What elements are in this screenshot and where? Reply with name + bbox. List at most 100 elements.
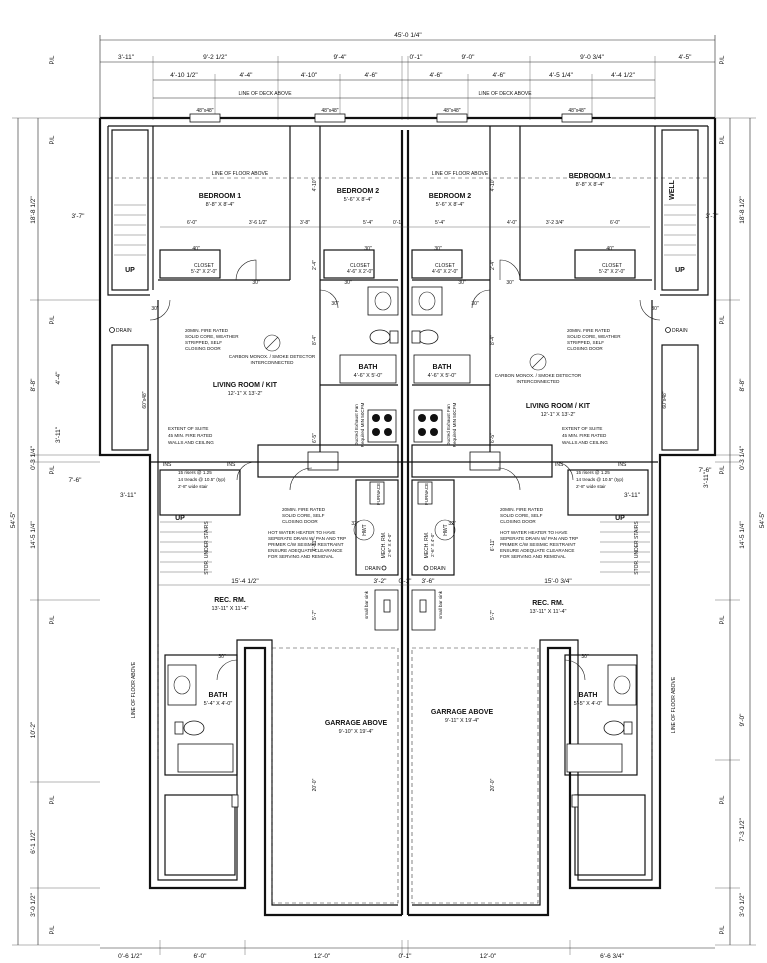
svg-text:20'-0": 20'-0" bbox=[312, 778, 318, 791]
bottom-dimensions: 0'-6 1/2" 6'-0" 12'-0" 0'-1" 12'-0" 6'-6… bbox=[100, 940, 715, 960]
wells-upper: UP UP WELL DRAIN DRAIN 60"x48" 60"x48" bbox=[109, 129, 699, 451]
mech-rooms: FURNACE FURNACE HWT HWT MECH. RM. 2'-6" … bbox=[351, 479, 456, 576]
floor-above-vertical-right: LINE OF FLOOR ABOVE bbox=[671, 676, 677, 733]
svg-text:FURNACE: FURNACE bbox=[376, 483, 381, 505]
well-label: WELL bbox=[669, 179, 676, 200]
svg-text:32": 32" bbox=[448, 521, 456, 527]
bath-lower-left-title: BATH bbox=[209, 692, 228, 699]
svg-text:6'-5": 6'-5" bbox=[490, 433, 496, 443]
hwt-notes: HOT WATER HEATER TO HAVE SEPERATE DRAIN … bbox=[268, 530, 578, 559]
dim-right-inner-1: 3'-7" bbox=[706, 213, 720, 220]
svg-text:SEPERATE DRAIN W/ PAN AND TRP: SEPERATE DRAIN W/ PAN AND TRP bbox=[268, 536, 346, 541]
svg-text:WALLS AND CEILING: WALLS AND CEILING bbox=[168, 440, 214, 445]
windows-top: 48"x48" 48"x48" 48"x48" 48"x48" bbox=[189, 108, 593, 123]
dim-left-4: 14'-5 1/4" bbox=[30, 521, 37, 549]
top-dimensions: 45'-0 1/4" 3'-11" 9'-2 1/2" 9'-4" 0'-1" … bbox=[99, 32, 716, 120]
stairs-lower: 15 risers @ 1.25 14 treads @ 10.5" (typ)… bbox=[159, 469, 650, 575]
dim-right-3: 0'-3 1/4" bbox=[739, 445, 746, 469]
bedroom1-right-title: BEDROOM 1 bbox=[569, 173, 612, 180]
upper-door-labels: 40" 40" 30" 30" 30" 30" 30" 30" 30" 30" … bbox=[151, 246, 659, 312]
bath-lower-left-size: 5'-4" X 4'-0" bbox=[204, 701, 233, 707]
svg-text:HOT WATER HEATER TO HAVE: HOT WATER HEATER TO HAVE bbox=[268, 530, 335, 535]
svg-text:20MIN. FIRE RATED: 20MIN. FIRE RATED bbox=[500, 507, 544, 512]
bedroom1-right-size: 8'-8" X 8'-4" bbox=[576, 182, 605, 188]
svg-text:ENSURE ADEQUATE CLEARANCE: ENSURE ADEQUATE CLEARANCE bbox=[500, 548, 574, 553]
svg-text:EXTENT OF SUITE: EXTENT OF SUITE bbox=[562, 426, 603, 431]
svg-text:15 risers @ 1.25: 15 risers @ 1.25 bbox=[576, 470, 610, 475]
bedroom2-right-size: 5'-6" X 8'-4" bbox=[436, 202, 465, 208]
garage-right-size: 9'-11" X 19'-4" bbox=[445, 718, 479, 724]
dim-left-inner-2: 4'-4" bbox=[55, 371, 62, 385]
living-left-size: 12'-1" X 13'-2" bbox=[228, 391, 263, 397]
svg-text:30": 30" bbox=[434, 246, 442, 252]
smoke-detectors: CARBON MONOX. / SMOKE DETECTOR INTERCONN… bbox=[229, 334, 582, 384]
svg-text:P/L: P/L bbox=[50, 795, 56, 805]
mech-right: MECH. RM. bbox=[424, 532, 430, 559]
svg-text:15'-4 1/2": 15'-4 1/2" bbox=[231, 578, 259, 585]
exhaust-note-right-1: Ducted Exhaust Fan bbox=[446, 404, 451, 446]
window-label-2: 48"x48" bbox=[321, 108, 338, 114]
bath-lower-right-title: BATH bbox=[579, 692, 598, 699]
dim-right-inner-3: 7'-6" bbox=[699, 467, 713, 474]
dim-top-3: 9'-4" bbox=[334, 54, 348, 61]
rec-left-size: 13'-11" X 11'-4" bbox=[212, 606, 249, 612]
closet-size-3: 4'-6" X 2'-0" bbox=[432, 269, 458, 275]
window-label-4: 48"x48" bbox=[568, 108, 585, 114]
dim-top-r2-1: 4'-10 1/2" bbox=[170, 72, 198, 79]
garage-left-size: 9'-10" X 19'-4" bbox=[339, 729, 374, 735]
stor-under-stairs-right: STOR. UNDER STAIRS bbox=[634, 521, 640, 575]
dim-right-2: 8'-8" bbox=[739, 378, 746, 392]
window-side-right: 60"x48" bbox=[662, 391, 668, 408]
door-swings-upper bbox=[149, 259, 661, 321]
svg-text:DRAIN: DRAIN bbox=[430, 566, 446, 572]
rec-left-title: REC. RM. bbox=[214, 597, 246, 604]
deck-label-right: LINE OF DECK ABOVE bbox=[478, 91, 532, 97]
svg-text:30": 30" bbox=[151, 306, 159, 312]
svg-text:P/L: P/L bbox=[50, 315, 56, 325]
smoke-note-left-2: INTERCONNECTED bbox=[251, 360, 295, 365]
svg-text:2'-6" X 4'-0": 2'-6" X 4'-0" bbox=[387, 533, 392, 557]
svg-text:P/L: P/L bbox=[720, 925, 726, 935]
dim-overall-width: 45'-0 1/4" bbox=[394, 32, 422, 39]
right-dimensions: 18'-8 1/2" 8'-8" 0'-3 1/4" 14'-5 1/4" 9'… bbox=[624, 55, 766, 946]
bedroom2-left-size: 5'-6" X 8'-4" bbox=[344, 197, 373, 203]
svg-text:INS: INS bbox=[618, 462, 627, 468]
bedroom1-left-size: 8'-8" X 8'-4" bbox=[206, 202, 235, 208]
rec-right-size: 13'-11" X 11'-4" bbox=[530, 609, 567, 615]
drain-label-left: DRAIN bbox=[116, 328, 132, 334]
svg-text:P/L: P/L bbox=[50, 55, 56, 65]
svg-text:2'-6" X 4'-0": 2'-6" X 4'-0" bbox=[430, 533, 435, 557]
dim-overall-height-right: 54'-5" bbox=[759, 511, 766, 528]
svg-text:3'-2": 3'-2" bbox=[374, 578, 388, 585]
svg-text:6'-0": 6'-0" bbox=[187, 220, 197, 226]
svg-text:INS: INS bbox=[163, 462, 172, 468]
svg-text:30": 30" bbox=[218, 654, 226, 660]
svg-text:CLOSING DOOR: CLOSING DOOR bbox=[185, 346, 221, 351]
dim-top-r2-3: 4'-10" bbox=[301, 72, 318, 79]
svg-text:30": 30" bbox=[471, 301, 479, 307]
svg-text:14 treads @ 10.5" (typ): 14 treads @ 10.5" (typ) bbox=[576, 477, 624, 482]
dim-left-2: 8'-8" bbox=[30, 378, 37, 392]
svg-text:P/L: P/L bbox=[50, 135, 56, 145]
svg-text:40": 40" bbox=[606, 246, 614, 252]
svg-text:20'-0": 20'-0" bbox=[490, 778, 496, 791]
property-lines-right: P/L P/L P/L P/L P/L P/L P/L bbox=[720, 55, 726, 935]
svg-text:3'-6": 3'-6" bbox=[422, 578, 436, 585]
svg-text:0'-1": 0'-1" bbox=[399, 578, 413, 585]
ins-labels: INS INS INS INS bbox=[150, 461, 658, 468]
closet-label-4: CLOSET bbox=[602, 263, 622, 269]
dim-top-5: 9'-0" bbox=[462, 54, 476, 61]
up-label-lower-left: UP bbox=[175, 515, 185, 522]
svg-text:0'-1": 0'-1" bbox=[393, 220, 403, 226]
closet-label-1: CLOSET bbox=[194, 263, 214, 269]
lower-baths: 30" 30" bbox=[164, 654, 638, 776]
exhaust-note-left-2: Required MIN 50CFM bbox=[360, 402, 365, 447]
svg-text:30": 30" bbox=[252, 280, 260, 286]
bedroom2-left-title: BEDROOM 2 bbox=[337, 188, 380, 195]
exhaust-note-left-1: Ducted Exhaust Fan bbox=[354, 404, 359, 446]
svg-text:3'-6 1/2": 3'-6 1/2" bbox=[249, 220, 268, 226]
fire-rating-notes: 20MIN. FIRE RATED SOLID CORE, WEATHER ST… bbox=[168, 328, 621, 524]
svg-text:8'-4": 8'-4" bbox=[312, 335, 318, 345]
svg-text:8'-4": 8'-4" bbox=[490, 335, 496, 345]
upper-partitions bbox=[158, 126, 652, 455]
